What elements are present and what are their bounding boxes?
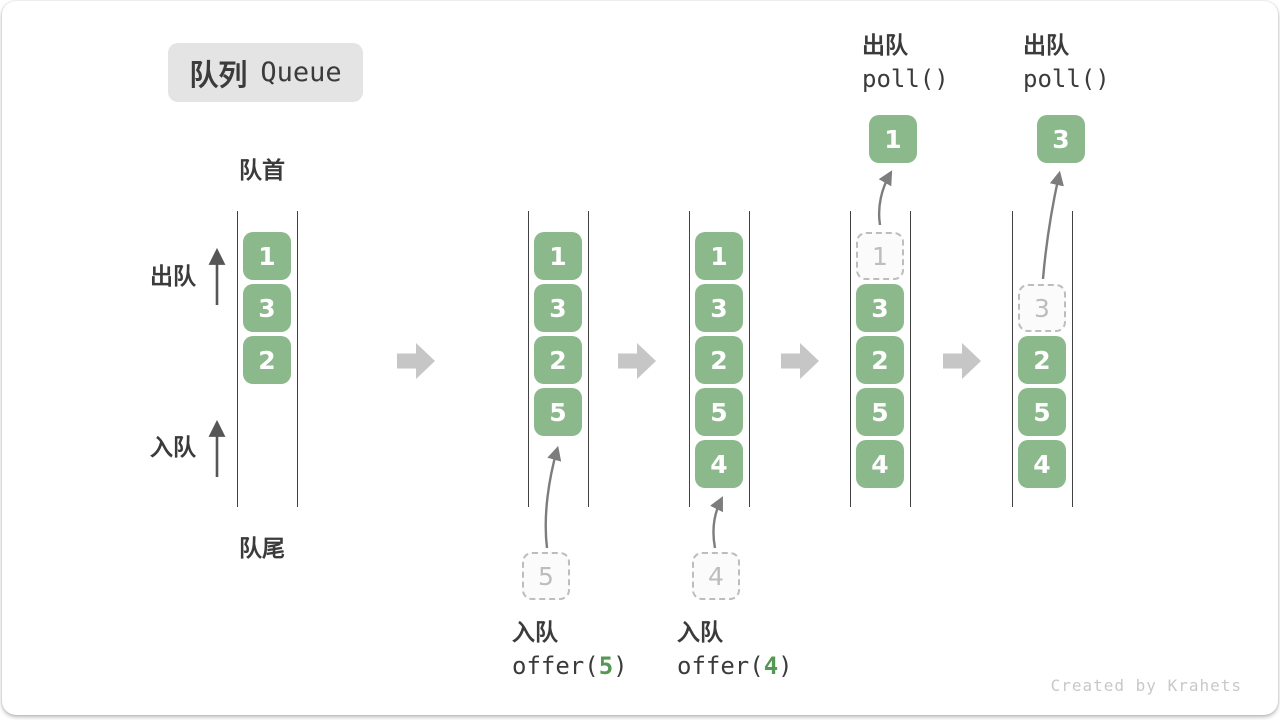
title-en: Queue [260, 57, 342, 88]
incoming-value-box: 4 [692, 552, 740, 600]
dequeue-annotation-1: 出队 poll() [862, 31, 949, 93]
queue-cell: 2 [1018, 336, 1066, 384]
code-pre: offer( [512, 652, 599, 680]
label-dequeue: 出队 [150, 264, 196, 290]
queue-cell: 2 [534, 336, 582, 384]
queue-cell: 1 [695, 232, 743, 280]
enqueue-annotation-1: 入队 offer(5) [512, 618, 628, 680]
dequeue-annotation-code: poll() [1023, 65, 1110, 93]
queue-cell: 4 [695, 440, 743, 488]
queue-cell-ghost: 1 [856, 232, 904, 280]
queue-cell: 2 [243, 336, 291, 384]
enqueue-annotation-code: offer(4) [677, 652, 793, 680]
dequeue-annotation-zh: 出队 [1023, 33, 1069, 59]
label-enqueue: 入队 [150, 435, 196, 461]
queue-cell: 5 [534, 388, 582, 436]
queue-cell: 4 [1018, 440, 1066, 488]
queue-state-4: 1 3 2 5 4 [850, 211, 911, 507]
queue-cell: 2 [695, 336, 743, 384]
title-zh: 队列 [189, 57, 248, 92]
queue-cell-ghost: 3 [1018, 284, 1066, 332]
incoming-value-box: 5 [522, 552, 570, 600]
enqueue-annotation-code: offer(5) [512, 652, 628, 680]
queue-state-3: 1 3 2 5 4 [689, 211, 750, 507]
queue-cell: 4 [856, 440, 904, 488]
label-queue-front: 队首 [239, 158, 285, 184]
dequeue-annotation-zh: 出队 [862, 33, 908, 59]
dequeue-annotation-2: 出队 poll() [1023, 31, 1110, 93]
outgoing-value-box: 1 [869, 115, 917, 163]
watermark: Created by Krahets [1050, 676, 1242, 695]
enqueue-annotation-2: 入队 offer(4) [677, 618, 793, 680]
title-badge: 队列 Queue [168, 43, 363, 102]
label-queue-rear: 队尾 [239, 536, 285, 562]
queue-state-5: 3 2 5 4 [1012, 211, 1073, 507]
code-arg: 4 [763, 652, 779, 680]
queue-state-2: 1 3 2 5 [528, 211, 589, 507]
queue-cell: 2 [856, 336, 904, 384]
dequeue-annotation-code: poll() [862, 65, 949, 93]
queue-cell: 5 [1018, 388, 1066, 436]
queue-cell: 3 [243, 284, 291, 332]
outgoing-value-box: 3 [1037, 115, 1085, 163]
queue-cell: 3 [856, 284, 904, 332]
enqueue-annotation-zh: 入队 [512, 620, 558, 646]
queue-cell: 1 [534, 232, 582, 280]
code-pre: offer( [677, 652, 764, 680]
queue-cell: 3 [695, 284, 743, 332]
code-arg: 5 [598, 652, 614, 680]
queue-cell: 1 [243, 232, 291, 280]
queue-cell: 3 [534, 284, 582, 332]
queue-state-1: 1 3 2 [237, 211, 298, 507]
code-post: ) [778, 652, 793, 680]
code-post: ) [613, 652, 628, 680]
queue-cell: 5 [695, 388, 743, 436]
enqueue-annotation-zh: 入队 [677, 620, 723, 646]
queue-cell: 5 [856, 388, 904, 436]
